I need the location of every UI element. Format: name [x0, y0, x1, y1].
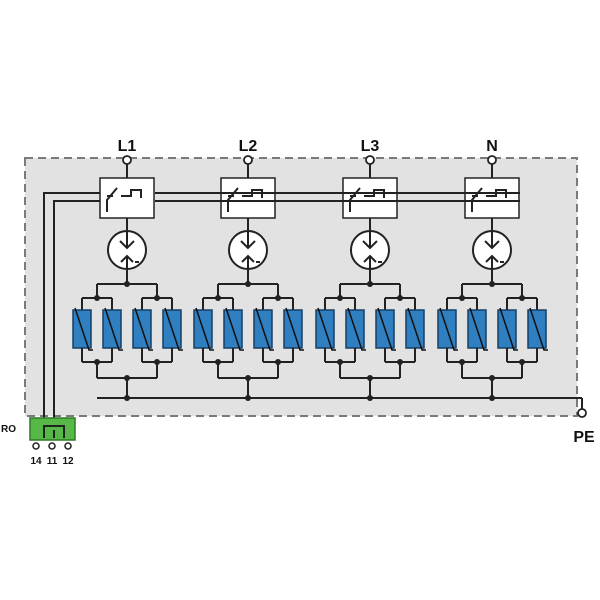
remote-contact-housing	[29, 417, 76, 441]
pin-12-terminal	[64, 442, 72, 450]
terminal-label-n: N	[486, 138, 498, 155]
remote-contact-label: RO	[1, 424, 16, 435]
gdt-upper-electrode-l3	[362, 232, 378, 250]
channel-l2: L2	[193, 138, 304, 401]
pin-11-label: 11	[47, 456, 58, 467]
pin-11-terminal	[48, 442, 56, 450]
varistor-slash-n-3	[529, 307, 548, 351]
varistor-slash-l2-3	[285, 307, 304, 351]
terminal-l1	[122, 155, 132, 165]
junction-tr-l2	[275, 295, 281, 301]
channel-l1: L1	[72, 138, 183, 401]
gdt-upper-electrode-l1	[119, 232, 135, 250]
junction-tr-l1	[154, 295, 160, 301]
varistor-slash-l2-1	[225, 307, 244, 351]
varistor-slash-l1-0	[74, 307, 93, 351]
terminal-label-l3: L3	[361, 138, 380, 155]
pin-14-terminal	[32, 442, 40, 450]
pin-12-label: 12	[62, 456, 74, 467]
terminal-n	[487, 155, 497, 165]
gdt-lower-electrode-n	[485, 254, 499, 268]
junction-tl-l1	[94, 295, 100, 301]
varistor-slash-l3-0	[317, 307, 336, 351]
channel-l3: L3	[315, 138, 426, 401]
signal-line-inner	[53, 200, 100, 420]
remote-contact-switch	[43, 425, 65, 438]
gdt-upper-electrode-n	[484, 232, 500, 250]
junction-tl-n	[459, 295, 465, 301]
signal-line-outer	[43, 192, 100, 420]
terminal-l3	[365, 155, 375, 165]
gdt-upper-electrode-l2	[240, 232, 256, 250]
varistor-slash-l1-2	[134, 307, 153, 351]
varistor-slash-l2-2	[255, 307, 274, 351]
gdt-lower-electrode-l1	[120, 254, 134, 268]
pin-14-label: 14	[30, 456, 42, 467]
junction-tr-l3	[397, 295, 403, 301]
pe-label: PE	[573, 429, 595, 446]
varistor-slash-l3-3	[407, 307, 426, 351]
varistor-slash-l1-3	[164, 307, 183, 351]
terminal-label-l1: L1	[118, 138, 137, 155]
junction-tr-n	[519, 295, 525, 301]
varistor-slash-n-0	[439, 307, 458, 351]
varistor-slash-l1-1	[104, 307, 123, 351]
varistor-slash-n-1	[469, 307, 488, 351]
varistor-slash-n-2	[499, 307, 518, 351]
remote-contact-block: RO 14 11 12	[1, 417, 76, 467]
junction-tl-l2	[215, 295, 221, 301]
gdt-lower-electrode-l3	[363, 254, 377, 268]
terminal-l2	[243, 155, 253, 165]
varistor-slash-l3-2	[377, 307, 396, 351]
terminal-label-l2: L2	[239, 138, 258, 155]
junction-tl-l3	[337, 295, 343, 301]
varistor-slash-l3-1	[347, 307, 366, 351]
disconnector-switch-l1	[106, 187, 142, 212]
pe-terminal	[577, 408, 587, 418]
varistor-slash-l2-0	[195, 307, 214, 351]
gdt-lower-electrode-l2	[241, 254, 255, 268]
